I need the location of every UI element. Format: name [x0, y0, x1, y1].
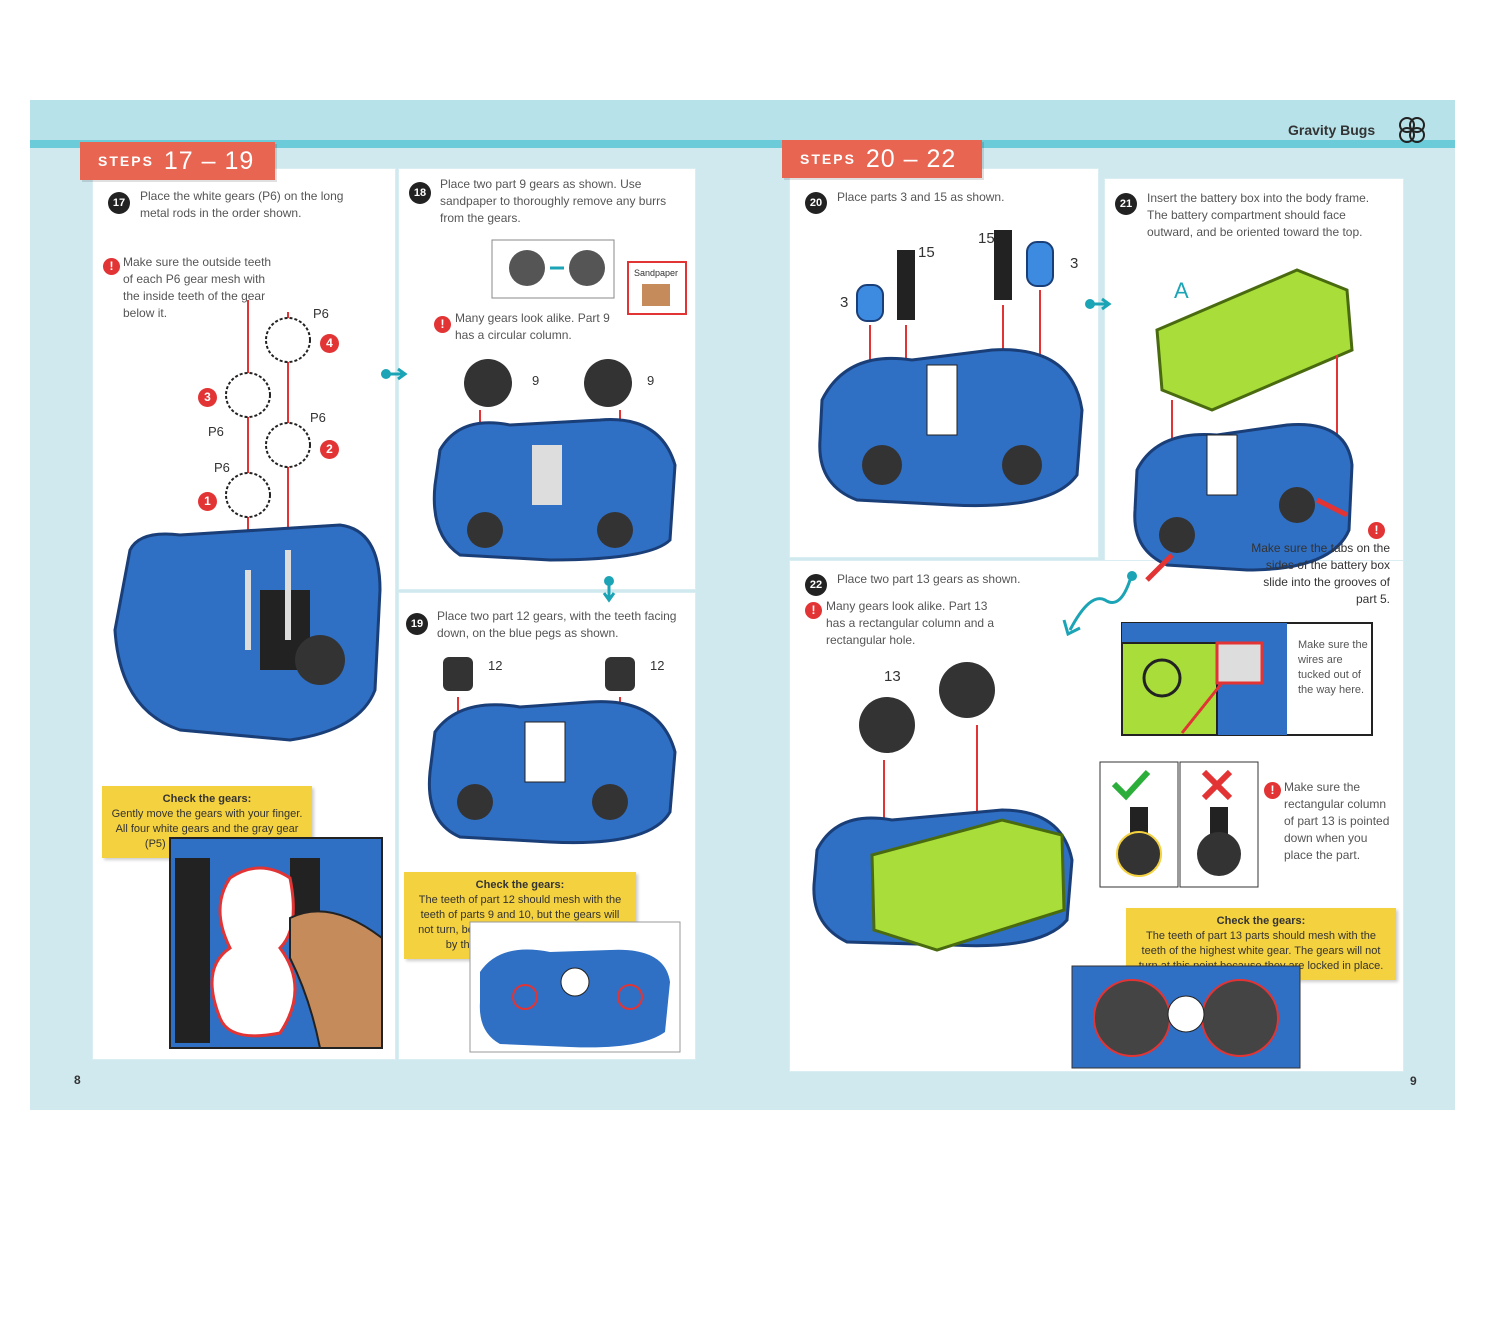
bug-logo-icon	[1399, 117, 1425, 143]
order-badge-3: 3	[198, 388, 217, 407]
step22-warning: Many gears look alike. Part 13 has a rec…	[826, 599, 995, 647]
next-step-arrow-curvy	[1062, 571, 1137, 637]
order-badge-2: 2	[320, 440, 339, 459]
label-part3: 3	[840, 294, 849, 311]
page-number: 9	[1410, 1074, 1417, 1088]
banner-word: STEPS	[800, 151, 856, 167]
label-part13: 13	[884, 668, 901, 685]
right-page: Gravity Bugs STEPS 20 – 22 20 Place part…	[742, 100, 1455, 1110]
step18-text: Place two part 9 gears as shown. Use san…	[440, 177, 667, 225]
next-step-arrow	[1085, 297, 1112, 311]
page-number: 8	[74, 1073, 81, 1087]
check-title: Check the gears:	[162, 793, 252, 805]
label-part9: 9	[647, 373, 655, 388]
part9-gears-illustration	[432, 359, 677, 562]
top-band	[742, 100, 1455, 148]
step-number-17: 17	[108, 192, 130, 214]
gear-stack-illustration	[113, 300, 382, 742]
check-title: Check the gears:	[475, 879, 565, 891]
step-number-22: 22	[805, 574, 827, 596]
locked-gears-illustration	[469, 921, 681, 1053]
step-number-19: 19	[406, 613, 428, 635]
next-step-arrow-down	[602, 576, 616, 603]
label-part9: 9	[532, 373, 540, 388]
locked-part13-illustration	[1071, 965, 1301, 1069]
label-part15: 15	[978, 230, 995, 247]
step-number-21: 21	[1115, 193, 1137, 215]
step-number-18: 18	[409, 182, 431, 204]
step19-text: Place two part 12 gears, with the teeth …	[437, 609, 677, 640]
label-part12: 12	[488, 658, 503, 673]
label-p6: P6	[310, 410, 326, 425]
steps-banner-left: STEPS 17 – 19	[80, 142, 275, 180]
order-badge-4: 4	[320, 334, 339, 353]
correct-orientation-illustration	[1099, 761, 1179, 888]
label-a: A	[1174, 278, 1189, 303]
booklet-spread: STEPS 17 – 19 17 Place the white gears (…	[30, 100, 1455, 1110]
warning-icon: !	[805, 602, 822, 619]
battery-box-illustration	[1133, 268, 1354, 582]
step17-text: Place the white gears (P6) on the long m…	[140, 189, 344, 220]
step22-note: Make sure the rectangular column of part…	[1284, 780, 1390, 862]
part12-gears-illustration	[427, 657, 677, 845]
warning-icon: !	[1264, 782, 1281, 799]
left-page: STEPS 17 – 19 17 Place the white gears (…	[30, 100, 742, 1110]
step21-text: Insert the battery box into the body fra…	[1147, 191, 1370, 239]
label-part12: 12	[650, 658, 665, 673]
step18-warning: Many gears look alike. Part 9 has a circ…	[455, 311, 610, 342]
warning-icon: !	[434, 316, 451, 333]
sandpaper-illustration	[491, 239, 687, 315]
brand-title: Gravity Bugs	[1288, 122, 1376, 138]
step22-text: Place two part 13 gears as shown.	[837, 572, 1021, 586]
label-part15: 15	[918, 244, 935, 261]
label-part3: 3	[1070, 255, 1079, 272]
label-p6: P6	[313, 306, 329, 321]
steps-banner-right: STEPS 20 – 22	[782, 140, 982, 178]
banner-word: STEPS	[98, 153, 154, 169]
warning-icon: !	[1368, 522, 1385, 539]
label-p6: P6	[208, 424, 224, 439]
next-step-arrow	[381, 367, 408, 381]
parts-3-15-illustration	[818, 230, 1084, 508]
wires-note: Make sure the wires are tucked out of th…	[1298, 639, 1368, 696]
wrong-orientation-illustration	[1179, 761, 1259, 888]
label-p6: P6	[214, 460, 230, 475]
step20-text: Place parts 3 and 15 as shown.	[837, 190, 1005, 204]
step21-warning: Make sure the tabs on the sides of the b…	[1251, 541, 1390, 606]
warning-icon: !	[103, 258, 120, 275]
banner-range: 20 – 22	[865, 144, 957, 173]
order-badge-1: 1	[198, 492, 217, 511]
finger-check-illustration	[169, 837, 383, 1049]
part13-illustration	[812, 662, 1074, 952]
check-title: Check the gears:	[1216, 915, 1306, 927]
wires-detail-illustration	[1121, 622, 1373, 736]
banner-range: 17 – 19	[163, 146, 255, 175]
sandpaper-label: Sandpaper	[634, 268, 679, 278]
step-number-20: 20	[805, 192, 827, 214]
top-band	[30, 100, 742, 148]
step17-warning: Make sure the outside teeth of each P6 g…	[123, 255, 272, 320]
